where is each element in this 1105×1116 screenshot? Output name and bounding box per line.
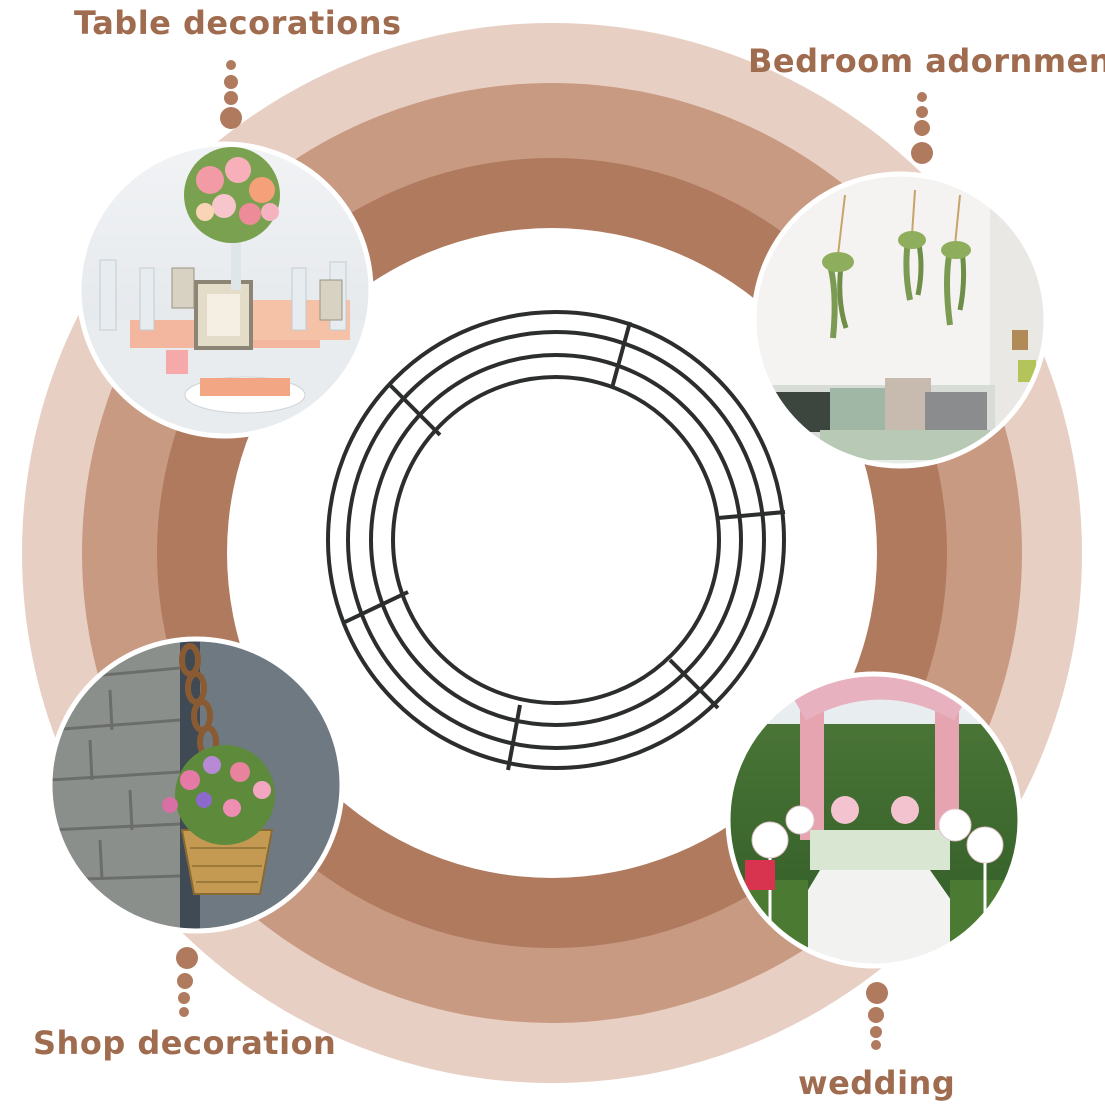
bedroom-adornment-photo — [751, 171, 1049, 469]
label-table-decorations: Table decorations — [74, 4, 402, 42]
dots-shop-decoration — [176, 947, 198, 1017]
label-wedding: wedding — [798, 1064, 956, 1102]
wire-wreath-frame-icon — [326, 310, 786, 771]
dots-bedroom-adornment — [911, 92, 933, 164]
shop-decoration-photo — [47, 636, 345, 934]
dots-wedding — [866, 982, 888, 1050]
center-disc — [227, 228, 877, 878]
dots-table-decorations — [220, 60, 242, 129]
label-bedroom-adornment: Bedroom adornment — [748, 42, 1105, 80]
table-decorations-photo — [76, 141, 374, 439]
label-shop-decoration: Shop decoration — [33, 1024, 337, 1062]
